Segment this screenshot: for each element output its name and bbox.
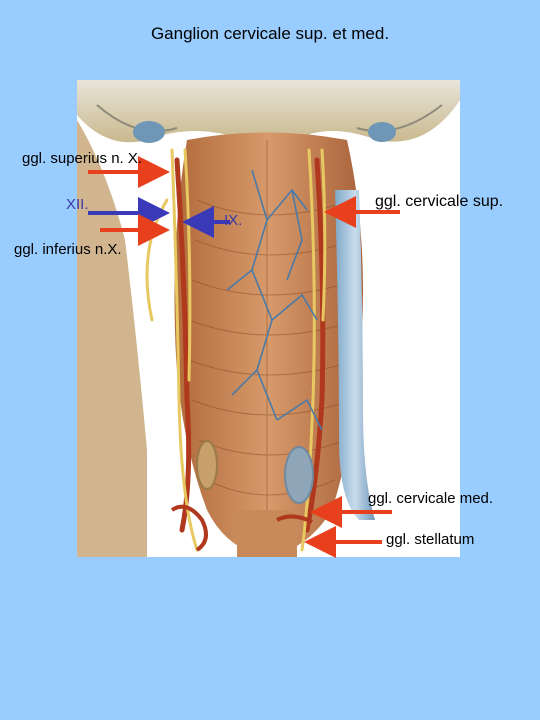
label-xii: XII.	[66, 196, 89, 213]
slide-title: Ganglion cervicale sup. et med.	[150, 24, 390, 43]
label-ggl-inferius: ggl. inferius n.X.	[14, 241, 122, 258]
label-ggl-superius: ggl. superius n. X.	[22, 150, 143, 167]
label-ggl-stellatum: ggl. stellatum	[386, 531, 475, 548]
jugular-vein	[335, 190, 375, 520]
anatomical-illustration	[77, 80, 460, 557]
label-ix: IX.	[224, 212, 243, 229]
label-ggl-cervicale-med: ggl. cervicale med.	[368, 490, 494, 507]
pharynx-neck-drawing	[77, 80, 460, 557]
skull-base	[77, 80, 460, 143]
label-ggl-cervicale-sup: ggl. cervicale sup.	[375, 193, 504, 210]
